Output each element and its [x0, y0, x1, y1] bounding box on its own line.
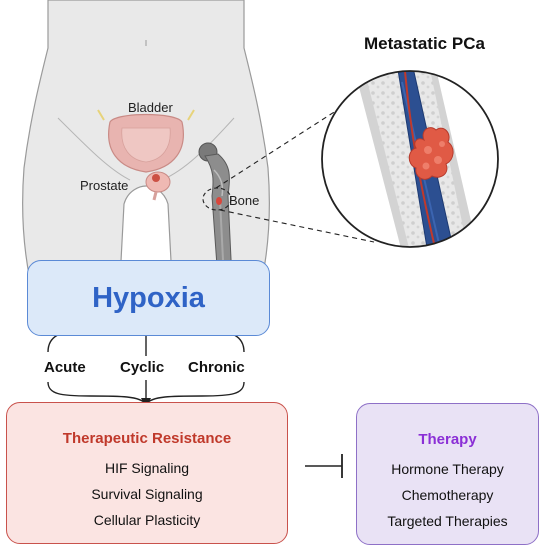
resistance-item: Survival Signaling	[91, 486, 203, 502]
metastatic-title: Metastatic PCa	[364, 34, 485, 53]
prostate-label: Prostate	[80, 178, 129, 193]
hypoxia-box: Hypoxia	[27, 260, 270, 336]
mode-chronic: Chronic	[188, 359, 245, 376]
inhibition-icon	[305, 454, 343, 478]
mode-acute: Acute	[44, 359, 86, 376]
therapy-item: Chemotherapy	[401, 487, 494, 503]
bladder-organ	[97, 109, 195, 173]
therapy-title: Therapy	[418, 431, 477, 448]
bone-label: Bone	[229, 193, 260, 208]
hypoxia-label: Hypoxia	[92, 281, 205, 314]
resistance-title: Therapeutic Resistance	[62, 430, 232, 447]
therapy-item: Hormone Therapy	[391, 461, 504, 477]
magnified-bone-view	[321, 70, 499, 248]
resistance-item: Cellular Plasticity	[93, 512, 201, 528]
resistance-box: Therapeutic Resistance HIF Signaling Sur…	[6, 402, 288, 544]
therapy-item: Targeted Therapies	[387, 513, 508, 529]
therapy-box: Therapy Hormone Therapy Chemotherapy Tar…	[356, 403, 539, 545]
resistance-item: HIF Signaling	[104, 460, 190, 476]
mode-cyclic: Cyclic	[120, 359, 165, 376]
bladder-label: Bladder	[128, 100, 173, 115]
prostate-organ	[145, 171, 171, 201]
zoom-line-top	[215, 97, 357, 189]
